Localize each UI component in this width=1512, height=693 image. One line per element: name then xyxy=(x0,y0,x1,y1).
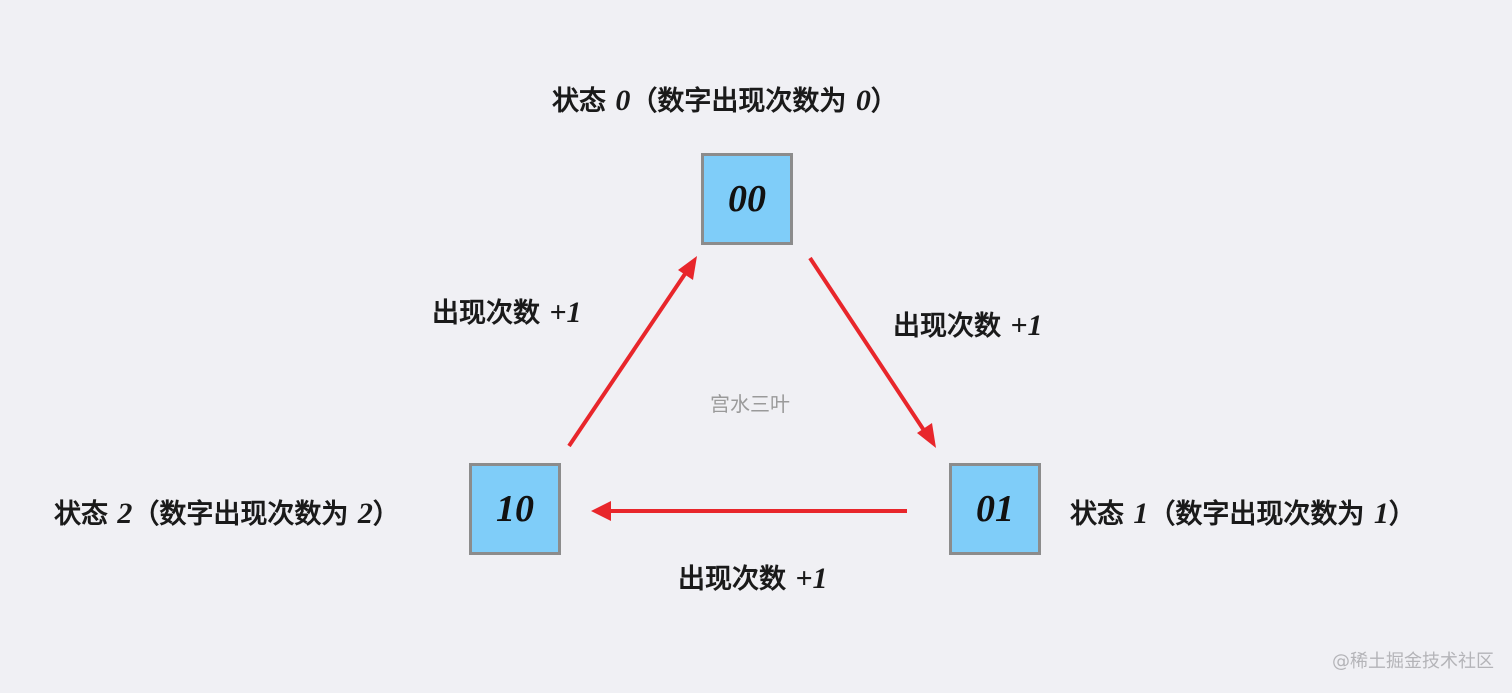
transition-increment: +1 xyxy=(1010,309,1043,342)
state-node-00: 00 xyxy=(701,153,793,245)
state-code: 10 xyxy=(496,488,534,530)
state-1-label: 状态 1（数字出现次数为 1） xyxy=(1070,499,1416,529)
state-node-01: 01 xyxy=(949,463,1041,555)
arrow-10-to-00-head xyxy=(678,256,697,280)
label-prefix: 状态 xyxy=(552,86,616,117)
label-mid: （数字出现次数为 xyxy=(1148,499,1374,530)
label-mid: （数字出现次数为 xyxy=(630,86,856,117)
transition-label-01-to-10: 出现次数 +1 xyxy=(678,564,828,594)
transition-increment: +1 xyxy=(549,296,582,329)
label-num: 1 xyxy=(1133,497,1149,530)
transition-label-00-to-01: 出现次数 +1 xyxy=(893,311,1043,341)
label-num: 2 xyxy=(117,497,133,530)
author-watermark: 宫水三叶 xyxy=(710,392,790,416)
transition-label-10-to-00: 出现次数 +1 xyxy=(432,298,582,328)
site-credit: @稀土掘金技术社区 xyxy=(1332,651,1494,672)
state-2-label: 状态 2（数字出现次数为 2） xyxy=(54,499,400,529)
arrow-10-to-00 xyxy=(567,266,691,448)
label-suffix: ） xyxy=(870,86,898,117)
arrow-00-to-01 xyxy=(808,256,933,443)
state-code: 01 xyxy=(976,488,1014,530)
label-prefix: 状态 xyxy=(1070,499,1134,530)
state-code: 00 xyxy=(728,178,766,220)
label-num: 0 xyxy=(615,84,631,117)
transition-text: 出现次数 xyxy=(432,298,550,329)
label-num2: 1 xyxy=(1373,497,1389,530)
state-0-label: 状态 0（数字出现次数为 0） xyxy=(552,86,898,116)
arrow-00-to-01-head xyxy=(917,423,936,448)
label-suffix: ） xyxy=(372,499,400,530)
label-suffix: ） xyxy=(1388,499,1416,530)
arrow-01-to-10-head xyxy=(591,501,611,521)
transition-text: 出现次数 xyxy=(678,564,796,595)
label-prefix: 状态 xyxy=(54,499,118,530)
transition-increment: +1 xyxy=(795,562,828,595)
label-mid: （数字出现次数为 xyxy=(132,499,358,530)
state-node-10: 10 xyxy=(469,463,561,555)
label-num2: 2 xyxy=(357,497,373,530)
transition-text: 出现次数 xyxy=(893,311,1011,342)
label-num2: 0 xyxy=(855,84,871,117)
